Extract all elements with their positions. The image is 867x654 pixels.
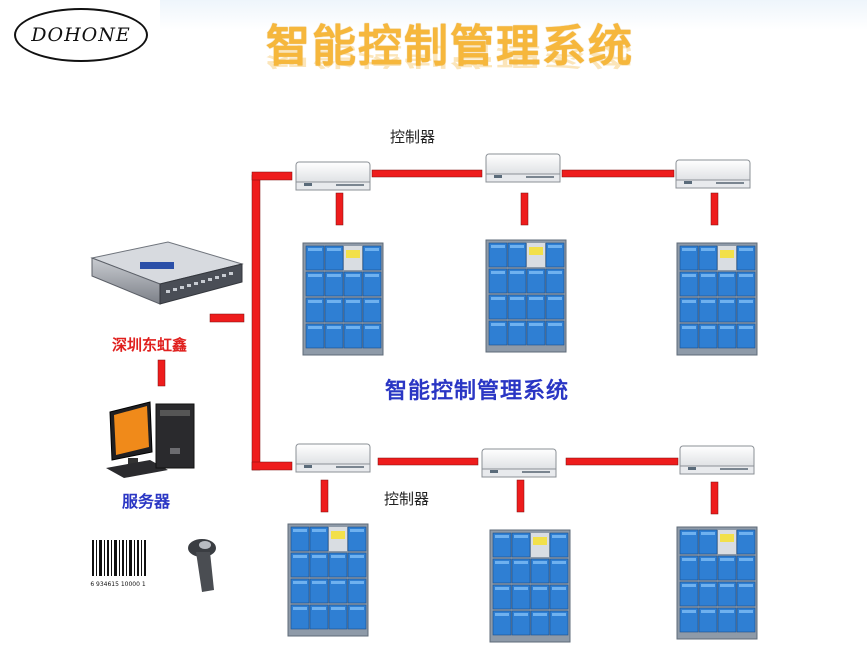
barcode-image: 6 934615 10000 1	[88, 538, 150, 588]
barcode-scanner-icon	[188, 539, 216, 592]
locker-cabinet	[490, 530, 570, 642]
system-subtitle: 智能控制管理系统	[385, 379, 570, 404]
dohone-logo: DOHONE	[14, 8, 148, 62]
red-network-links	[157, 169, 719, 515]
logo-text: DOHONE	[31, 24, 131, 46]
controller-device	[485, 153, 561, 183]
controller-label-top: 控制器	[390, 128, 436, 146]
controller-label-bottom: 控制器	[384, 490, 430, 508]
page-title: 智能控制管理系统	[266, 21, 634, 72]
locker-cabinet	[677, 527, 757, 639]
top-gradient-bar	[160, 0, 867, 30]
locker-cabinet	[288, 524, 368, 636]
locker-cabinet	[303, 243, 383, 355]
locker-cabinet	[677, 243, 757, 355]
server-computer-icon	[106, 401, 195, 478]
controller-device	[295, 443, 371, 473]
controller-device	[675, 159, 751, 189]
controller-device	[295, 161, 371, 191]
barcode-digits: 6 934615 10000 1	[90, 581, 146, 588]
controller-device	[679, 445, 755, 475]
locker-cabinet	[486, 240, 566, 352]
network-switch-icon	[90, 241, 244, 305]
controller-device	[481, 448, 557, 478]
server-label: 服务器	[122, 492, 171, 511]
company-label: 深圳东虹鑫	[112, 336, 188, 354]
